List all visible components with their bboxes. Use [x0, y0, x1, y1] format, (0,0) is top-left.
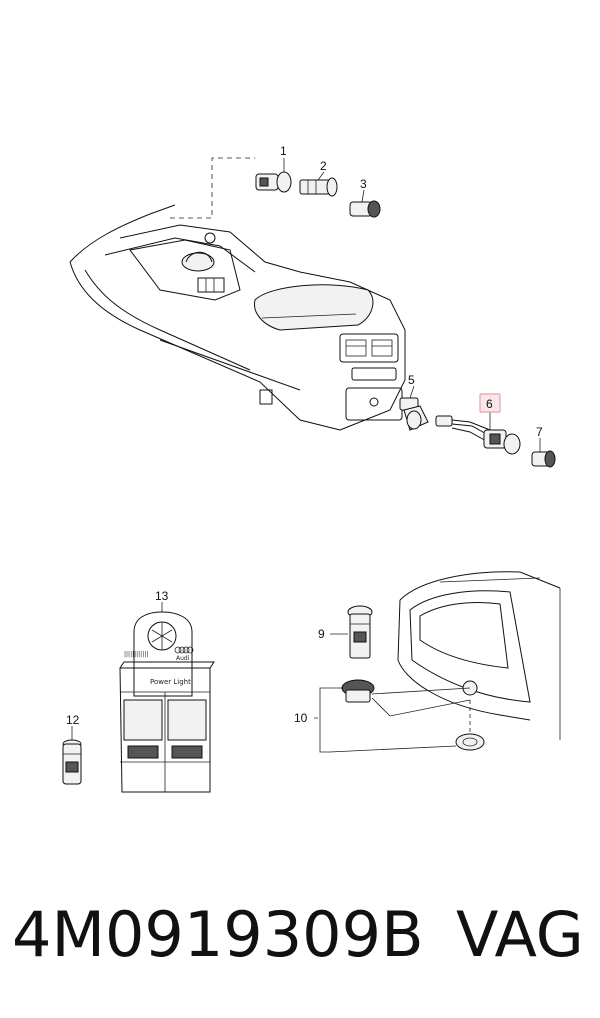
part-9-socket	[347, 605, 373, 659]
part-7-cap	[531, 450, 556, 468]
callout-1: 1	[280, 144, 287, 158]
callout-2: 2	[320, 159, 327, 173]
trunk-side-panel	[397, 571, 561, 740]
center-console-illustration	[69, 157, 406, 431]
callout-5: 5	[408, 373, 415, 387]
box-small-print: ||||||||||||	[124, 651, 148, 658]
callout-9: 9	[318, 627, 325, 641]
part-6-wiring-harness	[435, 415, 521, 455]
callout-3: 3	[360, 177, 367, 191]
part-2-socket-insert	[299, 177, 338, 197]
box-brand-text: Audi	[176, 655, 190, 662]
brand-label: VAG	[456, 898, 584, 971]
callout-12: 12	[66, 713, 80, 727]
part-13-display-box: |||||||||||| Audi Power Light	[119, 602, 215, 793]
part-number-label: 4M0919309B	[12, 898, 424, 971]
part-10-cap-and-nut	[341, 679, 485, 751]
callout-13: 13	[155, 589, 169, 603]
part-1-socket-housing	[255, 171, 292, 193]
part-5-socket-holder	[399, 397, 429, 431]
box-product-label: Power Light	[150, 678, 191, 686]
part-3-cap	[349, 200, 381, 218]
callout-10: 10	[294, 711, 308, 725]
part-12-plug	[62, 739, 82, 785]
callout-7: 7	[536, 425, 543, 439]
callout-6: 6	[486, 397, 493, 411]
box-rings-logo	[174, 646, 194, 654]
callout-6-highlight	[479, 393, 501, 413]
